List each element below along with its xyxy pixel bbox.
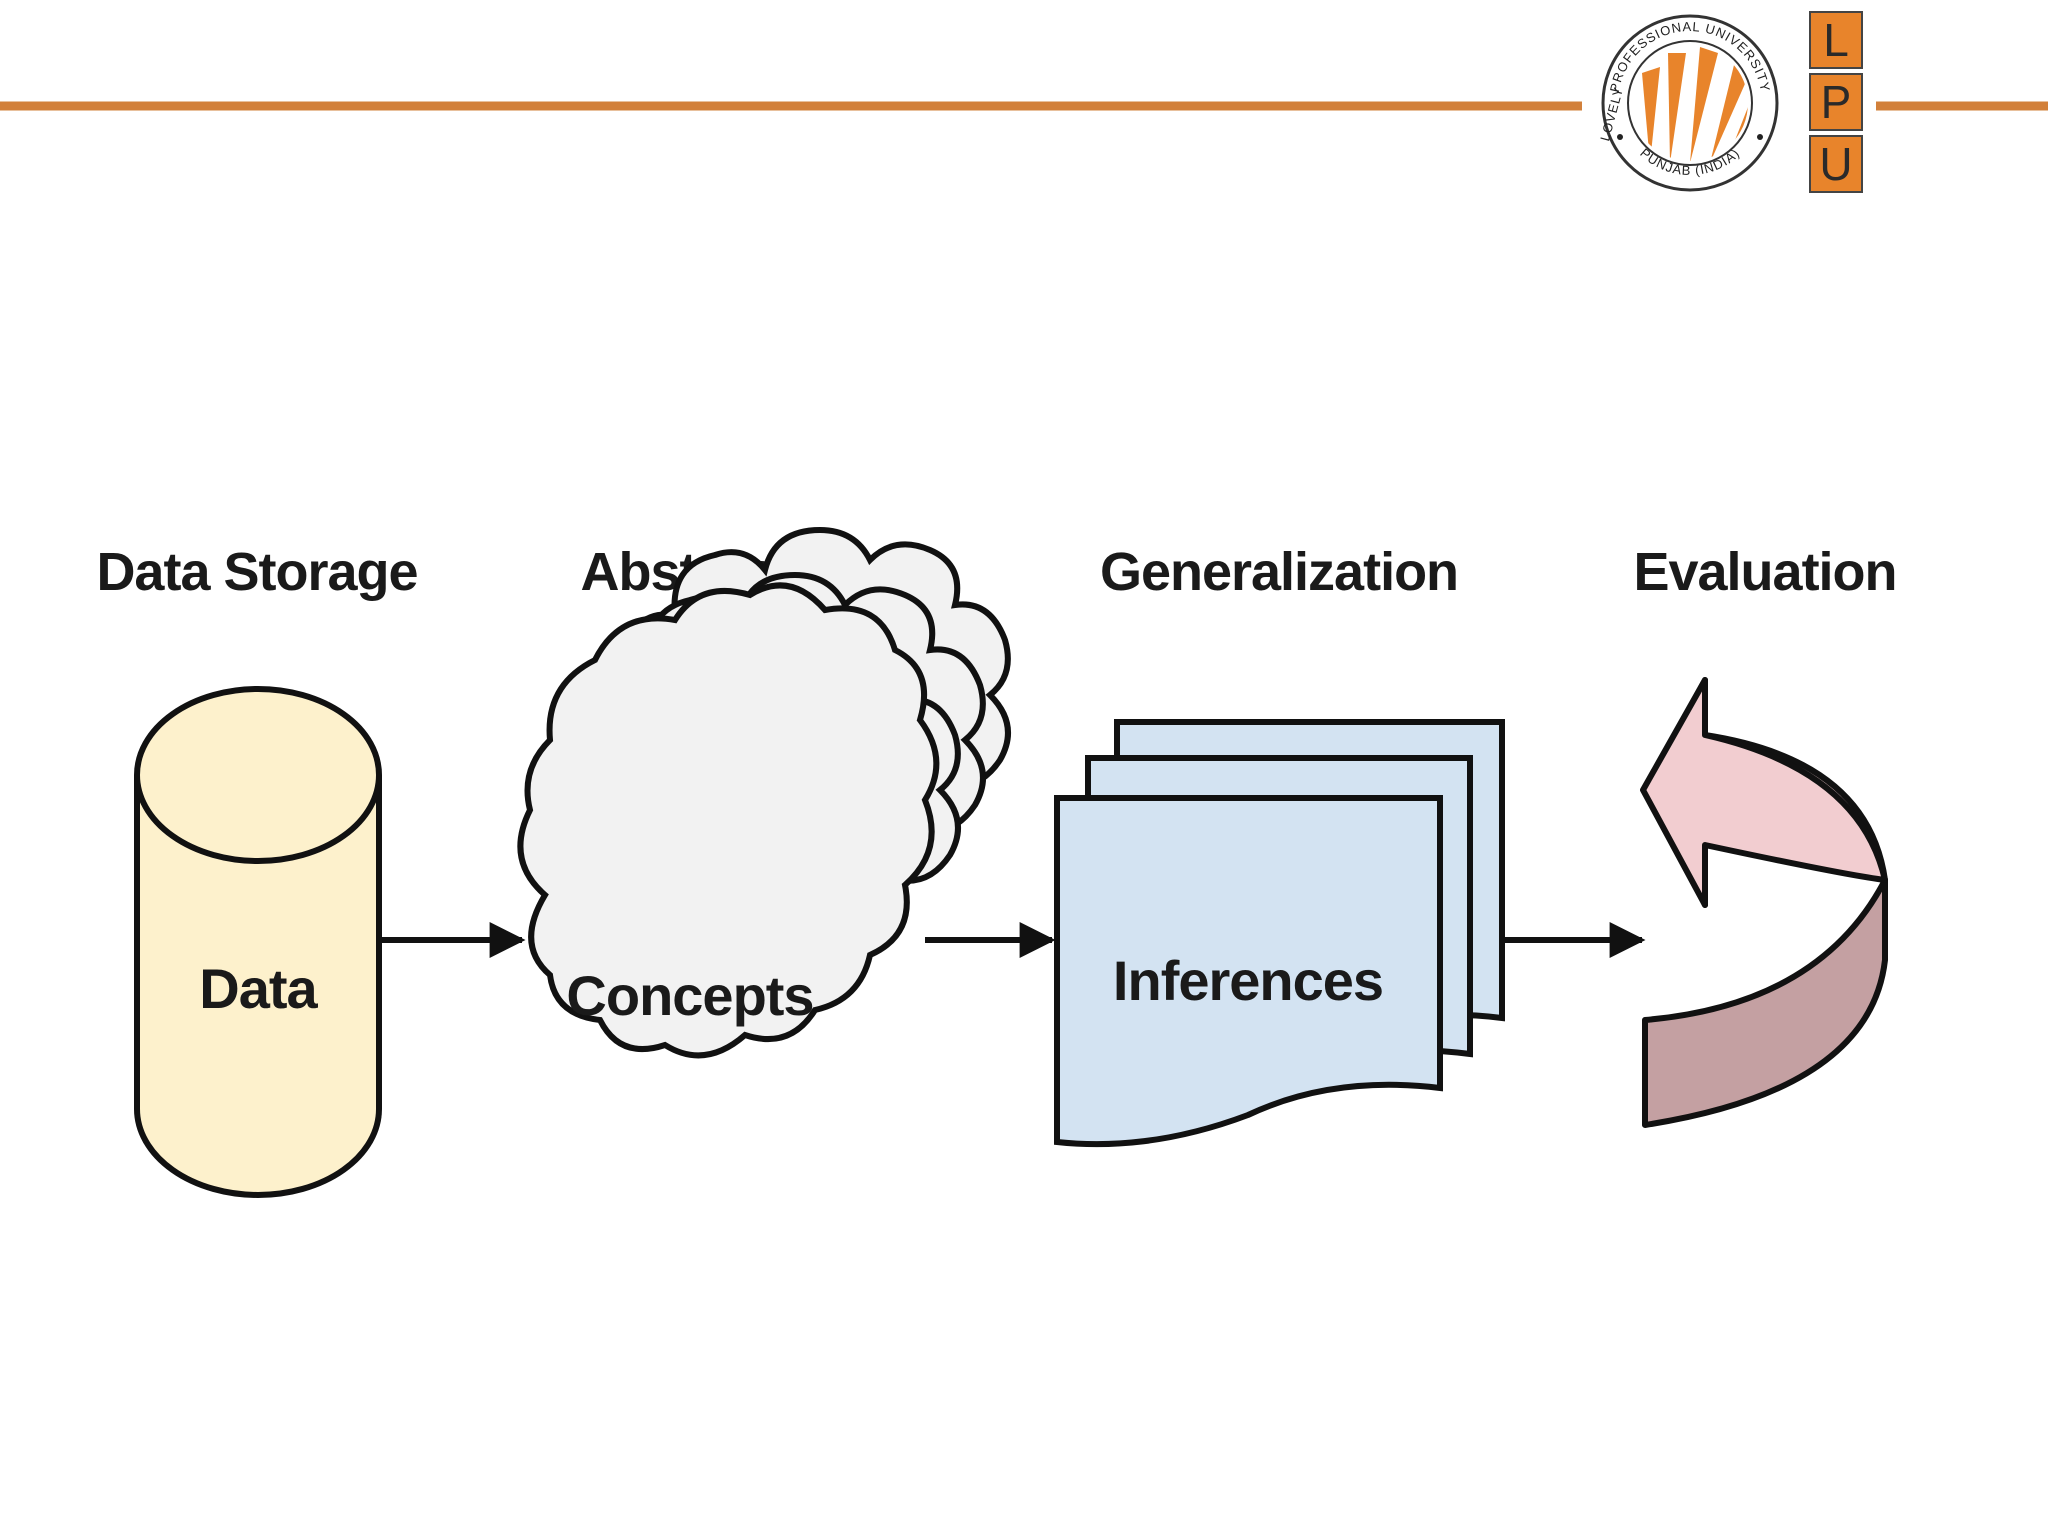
document-stack-icon [1054, 719, 1505, 1148]
lpu-letter: L [1823, 14, 1849, 66]
stage-titles: Data Storage Abstraction Generalization … [96, 542, 1897, 602]
lpu-letter-block: L [1809, 11, 1863, 69]
data-storage-label: Data [199, 957, 318, 1020]
lpu-letter: P [1821, 76, 1852, 128]
curved-return-arrow-icon [1640, 677, 1888, 1128]
database-cylinder-icon [134, 686, 382, 1198]
lpu-letter-blocks: LPU [1809, 11, 1863, 193]
stage-title-data-storage: Data Storage [96, 542, 417, 602]
abstraction-label: Concepts [566, 964, 813, 1027]
stage-title-evaluation: Evaluation [1633, 542, 1896, 602]
lpu-letter-block: U [1809, 135, 1863, 193]
university-seal-icon: PROFESSIONAL UNIVERSITY PUNJAB (INDIA) L… [1597, 14, 1779, 192]
cloud-stack-icon [517, 526, 1011, 1059]
lpu-letter: U [1819, 138, 1852, 190]
stage-title-generalization: Generalization [1100, 542, 1458, 602]
university-logo: PROFESSIONAL UNIVERSITY PUNJAB (INDIA) L… [1597, 11, 1863, 193]
generalization-label: Inferences [1113, 949, 1383, 1012]
lpu-letter-block: P [1809, 73, 1863, 131]
